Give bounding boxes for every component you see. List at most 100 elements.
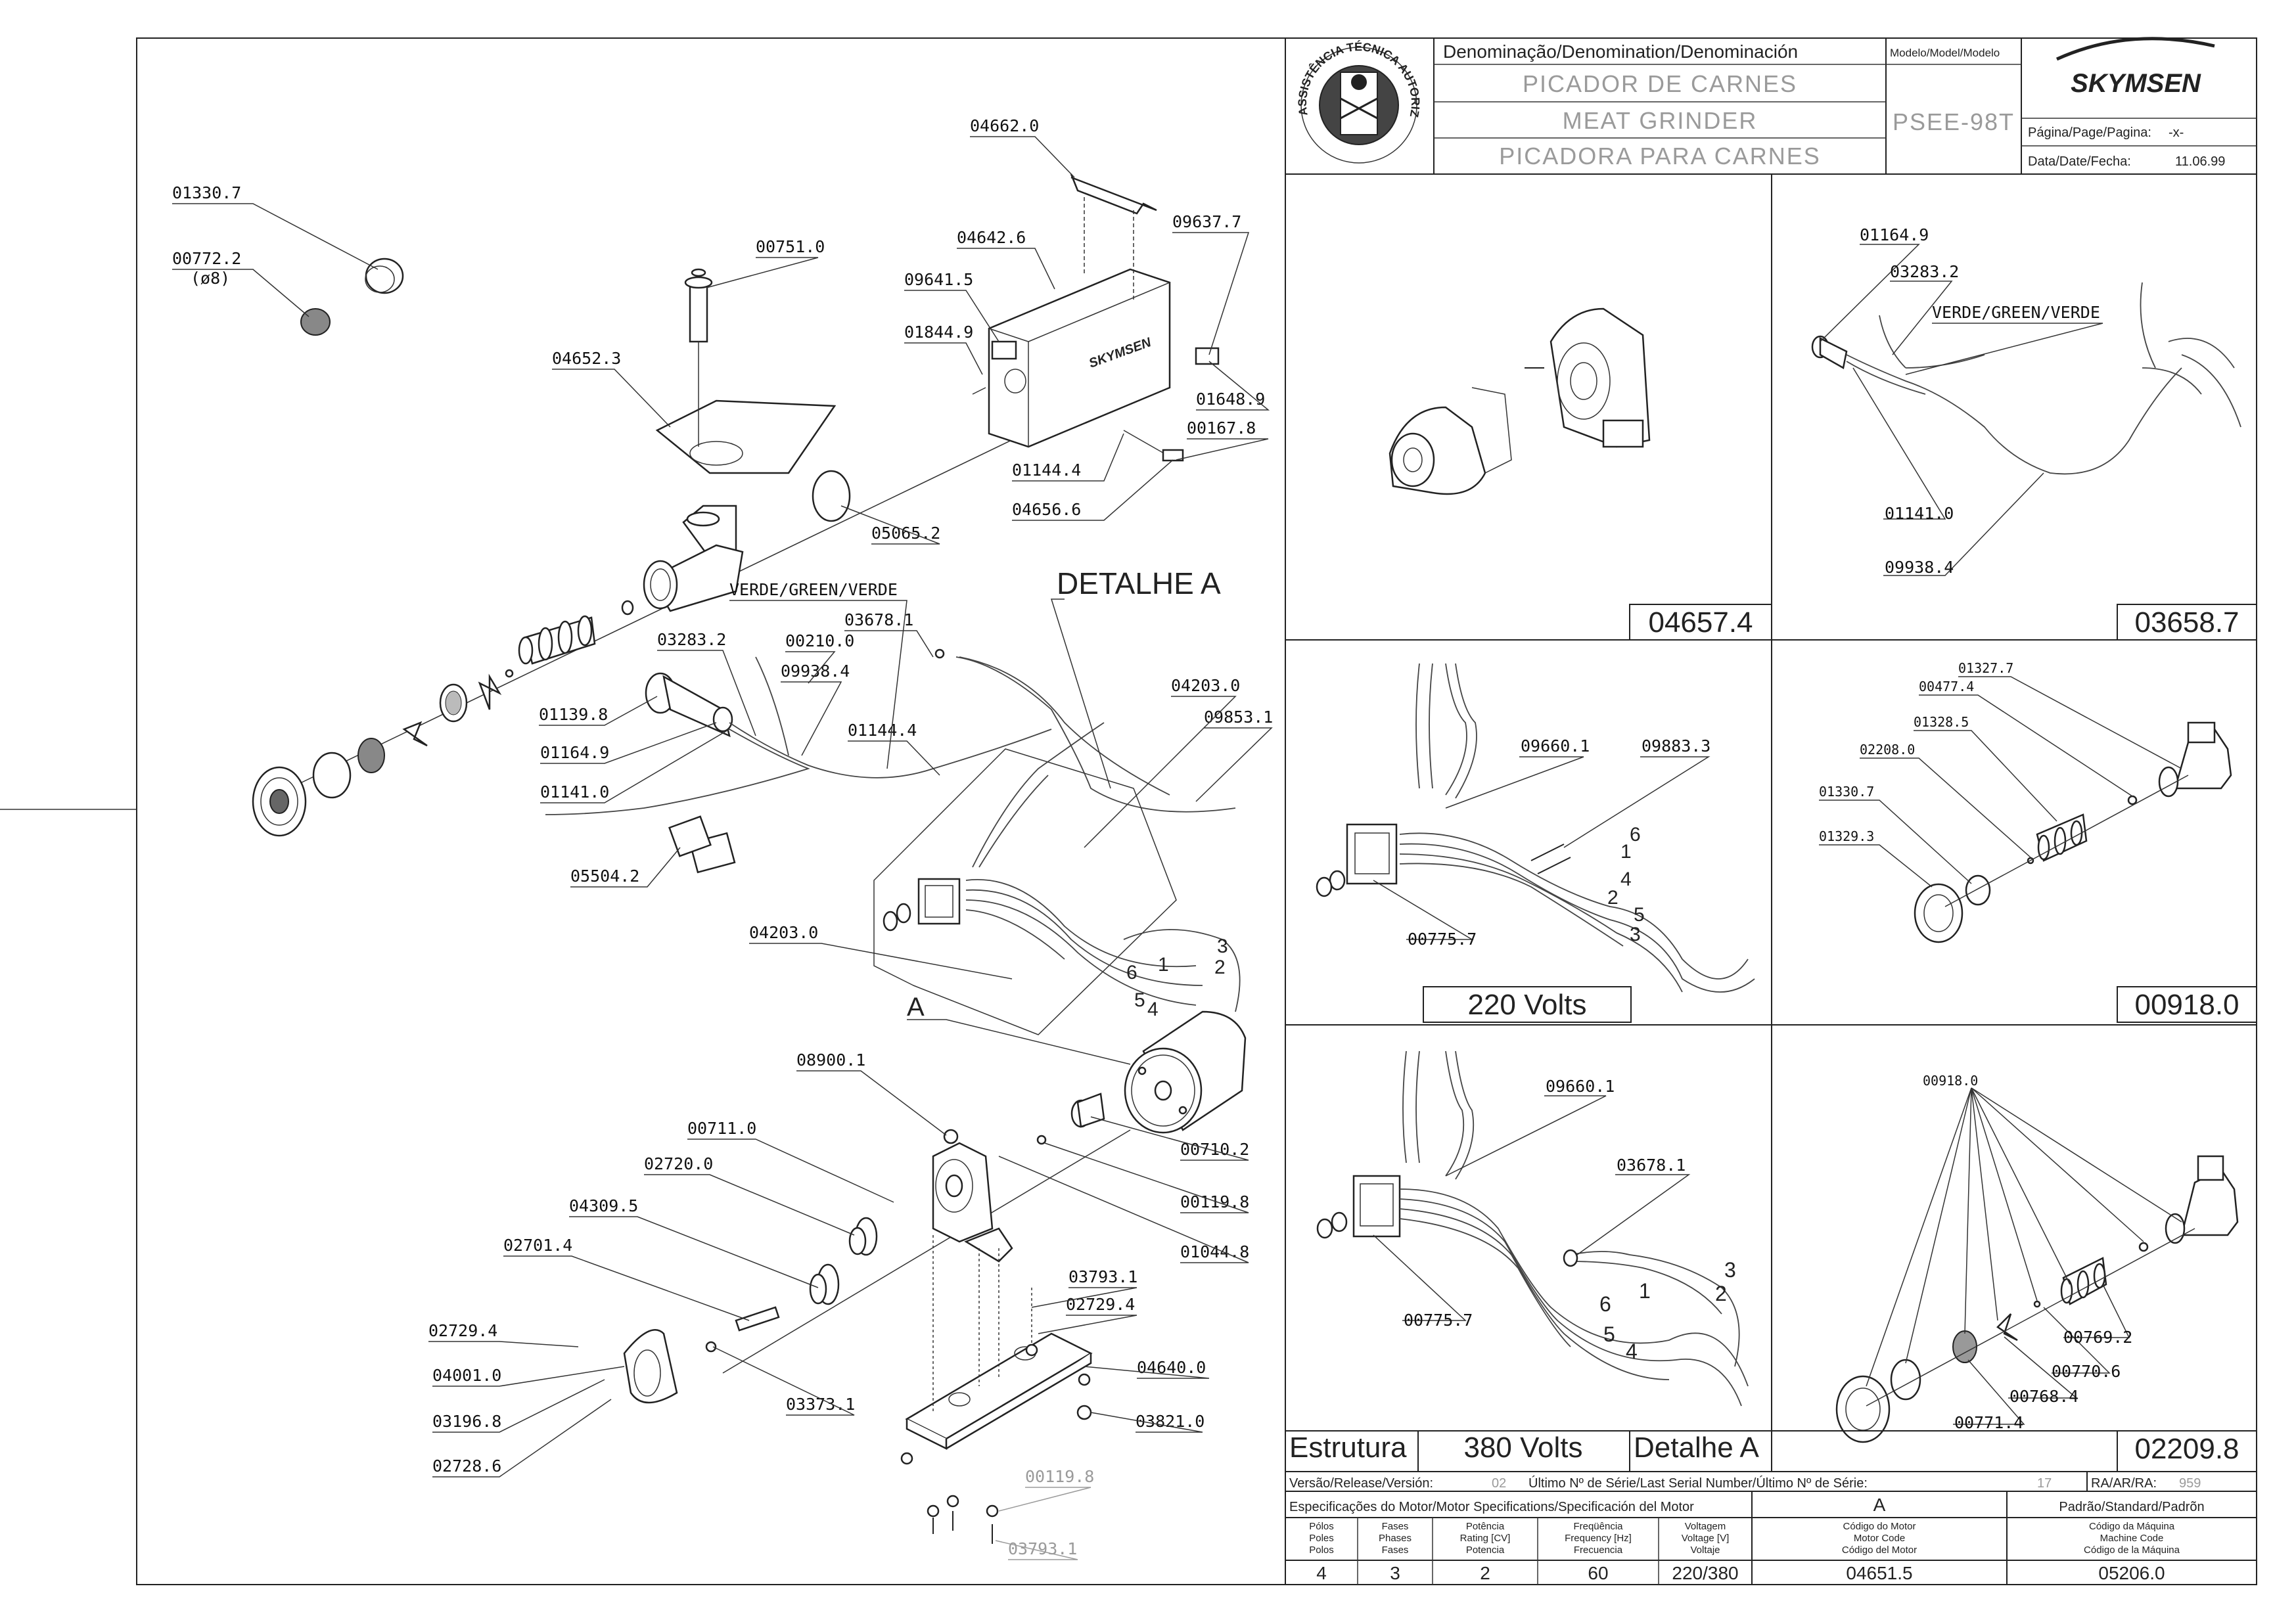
wire-number: 2 [1607,887,1619,909]
wire-number: 3 [1217,936,1228,957]
part-label: 00210.0 [785,631,854,650]
date-value: 11.06.99 [2175,154,2225,169]
part-label: 04309.5 [569,1196,638,1215]
authorized-service-seal: ASSISTÊNCIA TÉCNICA AUTORIZADA [0,0,1422,164]
part-label: 01329.3 [1819,828,1874,844]
wire-number: 6 [1126,962,1137,983]
ra-value: 959 [2179,1476,2201,1491]
panel-code: 00918.0 [2134,989,2239,1021]
main-part-labels: 01330.7 00772.2 (ø8) 00751.0 04652.3 046… [172,116,1273,1560]
part-label: 00167.8 [1187,418,1256,438]
detail-a-caption: Detalhe A [1634,1432,1759,1464]
part-label: 01648.9 [1196,390,1265,409]
front-housing [623,1329,717,1404]
part-label: 01327.7 [1958,660,2013,676]
estrutura-caption: Estrutura [1289,1432,1407,1464]
part-label: 03678.1 [844,610,913,629]
release-value: 02 [1492,1476,1506,1491]
part-label: 01164.9 [540,743,609,762]
part-label: 03283.2 [657,630,726,649]
wire-number: 2 [1214,957,1226,978]
part-label: 00751.0 [756,237,825,256]
wire-number: 5 [1134,989,1145,1011]
name-en: MEAT GRINDER [1563,107,1758,134]
part-label: 04640.0 [1137,1358,1206,1377]
part-label: 00477.4 [1919,679,1974,694]
wire-number: 3 [1630,924,1641,945]
detail-a-title: DETALHE A [1057,566,1221,600]
wire-number: 4 [1626,1340,1638,1363]
part-label: 00918.0 [1923,1073,1978,1089]
ra-label: RA/AR/RA: [2091,1476,2157,1491]
part-label: 02701.4 [503,1236,572,1255]
wire-color-label: VERDE/GREEN/VERDE [729,580,898,599]
wire-number: 6 [1599,1292,1611,1316]
part-label: 09660.1 [1546,1077,1615,1096]
part-label: 09938.4 [1885,558,1954,577]
part-label: 00771.4 [1954,1413,2023,1432]
base-plate [900,1235,1093,1544]
part-label: 02208.0 [1860,742,1915,757]
motor-code-value: 04651.5 [1846,1563,1912,1583]
serial-label: Último Nº de Série/Last Serial Number/Úl… [1528,1476,1868,1491]
part-label: 00770.6 [2052,1362,2121,1381]
drawing-frame [136,37,2257,1585]
motor-spec-header: Especificações do Motor/Motor Specificat… [1289,1500,1694,1514]
part-label: 04662.0 [970,116,1039,135]
voltage-value: 220/380 [1672,1563,1738,1583]
release-label: Versão/Release/Versión: [1289,1476,1433,1491]
diameter-label: (ø8) [191,269,230,288]
panel-caption-row: Estrutura 380 Volts Detalhe A 02209.8 [1285,1430,2257,1472]
svg-text:Fases: Fases [1382,1521,1409,1532]
switch-detail-a [883,722,1241,1012]
frequency-value: 60 [1588,1563,1608,1583]
date-label: Data/Date/Fecha: [2028,154,2131,169]
part-label: 02720.0 [644,1154,713,1173]
svg-text:Motor Code: Motor Code [1854,1533,1905,1544]
wire-number: 6 [1630,824,1641,846]
part-label: 09938.4 [781,662,850,681]
part-label: 00119.8 [1025,1467,1094,1486]
wire-number: 1 [1158,954,1169,976]
part-label: 00711.0 [687,1119,756,1138]
svg-text:Voltaje: Voltaje [1690,1545,1720,1556]
part-label: 04642.6 [957,228,1026,247]
page-value: -x- [2169,125,2184,140]
wire-color-label: VERDE/GREEN/VERDE [1932,303,2100,322]
part-label: 01328.5 [1914,714,1969,730]
svg-text:Código de la Máquina: Código de la Máquina [2084,1545,2180,1556]
wire-number: 1 [1620,841,1632,863]
part-label: 04001.0 [432,1366,501,1385]
phases-value: 3 [1390,1563,1400,1583]
part-label: 03373.1 [786,1395,855,1414]
panel-power-cable: 01164.9 03283.2 VERDE/GREEN/VERDE 01141.… [1811,225,2257,641]
panel-code: 04657.4 [1648,606,1753,639]
svg-text:Frecuencia: Frecuencia [1574,1545,1623,1556]
col-a: A [1873,1495,1886,1515]
page-label: Página/Page/Pagina: [2028,125,2151,140]
voltage-caption: 220 Volts [1467,989,1586,1021]
svg-text:Código da Máquina: Código da Máquina [2089,1521,2175,1532]
wire-number: 4 [1620,868,1632,890]
svg-text:Potência: Potência [1466,1521,1505,1532]
part-label: 09637.7 [1172,212,1241,231]
part-label: 03821.0 [1136,1412,1205,1431]
part-label: 01144.4 [848,721,917,740]
svg-text:Poles: Poles [1309,1533,1334,1544]
svg-text:Voltagem: Voltagem [1685,1521,1726,1532]
name-es: PICADORA PARA CARNES [1499,143,1820,169]
part-label: 00710.2 [1180,1140,1249,1159]
motor [1124,1010,1247,1134]
power-value: 2 [1480,1563,1490,1583]
svg-text:Frequency [Hz]: Frequency [Hz] [1565,1533,1632,1544]
motor-cover-box [988,268,1171,448]
part-label: 00768.4 [2009,1387,2078,1406]
svg-text:Código del Motor: Código del Motor [1842,1545,1917,1556]
poles-value: 4 [1316,1563,1327,1583]
detail-a-marker: A [907,993,925,1022]
svg-text:Pólos: Pólos [1309,1521,1334,1532]
svg-text:Phases: Phases [1379,1533,1412,1544]
voltage-caption: 380 Volts [1463,1432,1582,1464]
name-pt: PICADOR DE CARNES [1523,70,1797,97]
svg-text:Voltage [V]: Voltage [V] [1682,1533,1730,1544]
